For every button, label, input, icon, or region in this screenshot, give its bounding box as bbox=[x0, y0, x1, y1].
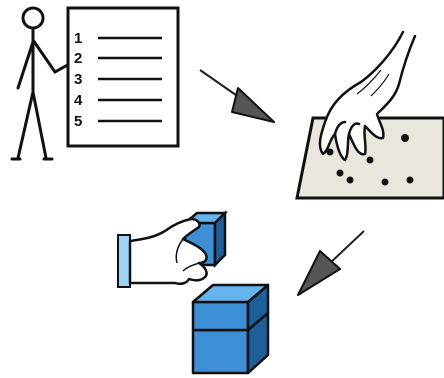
stick-figure-presenter-icon: 1 2 3 4 5 bbox=[0, 0, 200, 170]
stacked-cubes-icon bbox=[193, 285, 268, 373]
stacking-panel bbox=[105, 205, 290, 378]
instruction-sheet: 1 2 3 4 5 bbox=[68, 8, 178, 146]
hand-holding-block-icon bbox=[118, 213, 225, 287]
arrow-down-left-icon bbox=[290, 225, 370, 305]
instructions-panel: 1 2 3 4 5 bbox=[0, 0, 200, 170]
arrow-down-right-icon bbox=[188, 60, 283, 135]
step-number: 1 bbox=[74, 30, 82, 47]
step-number: 5 bbox=[74, 113, 82, 130]
step-number: 4 bbox=[74, 92, 83, 109]
step-number: 2 bbox=[74, 50, 82, 67]
hand-placing-pegs-icon bbox=[285, 30, 444, 210]
step-number: 3 bbox=[74, 71, 82, 88]
